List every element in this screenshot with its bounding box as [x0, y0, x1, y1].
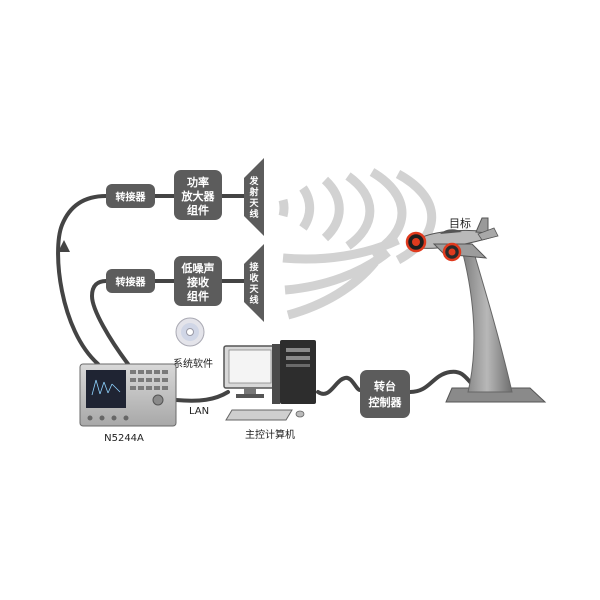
drive-bay-2 — [286, 356, 310, 360]
engine-red-core — [448, 248, 456, 256]
drive-bay-1 — [286, 348, 310, 352]
power-amp-line-3: 组件 — [187, 203, 209, 217]
pc-tower-side — [272, 344, 280, 404]
lna-line-3: 组件 — [187, 289, 209, 303]
system-software-label: 系统软件 — [173, 357, 213, 370]
lna-line-2: 接收 — [187, 275, 209, 289]
receive-antenna-horn — [244, 244, 264, 322]
lna-line-1: 低噪声 — [181, 261, 215, 275]
cable-direction-arrow — [58, 240, 70, 252]
lna-box — [174, 256, 222, 306]
mouse — [295, 410, 305, 418]
rx-antenna-char-2: 收 — [249, 272, 258, 284]
monitor-base — [236, 394, 264, 398]
transmit-waves — [278, 168, 437, 264]
cables — [56, 194, 474, 403]
network-analyzer — [79, 363, 177, 427]
analyzer-screen — [86, 370, 126, 408]
cable-analyzer-to-converter-top — [56, 194, 108, 366]
lan-label: LAN — [189, 406, 209, 417]
keyboard — [225, 409, 293, 421]
converter-bottom-block: 转接器 — [106, 269, 155, 293]
power-amp-line-1: 功率 — [187, 175, 209, 189]
converter-top-block: 转接器 — [106, 184, 155, 208]
tx-antenna-char-4: 线 — [249, 208, 258, 220]
analyzer-ports — [87, 415, 129, 421]
monitor-screen — [228, 349, 272, 384]
aircraft-stabilizer — [477, 227, 499, 241]
turntable-pedestal — [445, 245, 547, 403]
turntable-controller-box — [360, 370, 410, 418]
cable-analyzer-to-pc — [174, 390, 230, 403]
target-aircraft — [405, 217, 499, 262]
rx-antenna-char-1: 接 — [249, 261, 258, 273]
cable-pc-to-controller — [316, 375, 362, 396]
converter-bottom-box — [106, 269, 155, 293]
transmit-antenna: 发 射 天 线 — [244, 158, 264, 236]
converter-top-box — [106, 184, 155, 208]
transmit-antenna-horn — [244, 158, 264, 236]
turntable-ctrl-line-1: 转台 — [374, 379, 396, 393]
drive-bay-3 — [286, 364, 310, 367]
tx-wave-4 — [345, 172, 375, 250]
tx-antenna-char-3: 天 — [249, 198, 259, 209]
rx-antenna-char-4: 线 — [249, 294, 258, 306]
tx-wave-1 — [278, 198, 289, 218]
power-amplifier-box — [174, 170, 222, 220]
lna-block: 低噪声 接收 组件 — [174, 256, 222, 306]
receive-waves — [282, 235, 400, 320]
analyzer-model-label: N5244A — [104, 433, 144, 444]
monitor-stand — [244, 388, 256, 394]
tx-antenna-char-2: 射 — [248, 186, 258, 198]
host-computer-label: 主控计算机 — [245, 428, 295, 441]
rx-antenna-char-3: 天 — [249, 284, 259, 295]
power-amplifier-block: 功率 放大器 组件 — [174, 170, 222, 220]
target-label: 目标 — [449, 216, 471, 230]
software-cd-icon — [175, 317, 205, 347]
turntable-controller-block: 转台 控制器 — [360, 370, 410, 418]
receive-antenna: 接 收 天 线 — [244, 244, 264, 322]
rx-wave-3 — [286, 259, 379, 320]
tx-antenna-char-1: 发 — [248, 175, 259, 187]
analyzer-buttons — [130, 370, 168, 390]
aircraft-canopy — [440, 229, 462, 234]
nose-red-core — [412, 238, 420, 246]
host-computer — [223, 340, 316, 421]
pedestal-column — [461, 245, 513, 393]
rx-wave-1 — [282, 235, 400, 264]
tx-wave-2 — [299, 185, 315, 231]
analyzer-trace — [91, 379, 121, 396]
cable-analyzer-to-converter-bottom — [89, 279, 130, 366]
rx-wave-2 — [284, 248, 391, 295]
power-amp-line-2: 放大器 — [181, 189, 216, 203]
converter-top-label: 转接器 — [116, 191, 147, 204]
converter-bottom-label: 转接器 — [116, 276, 147, 289]
tx-wave-3 — [321, 176, 344, 242]
cable-controller-to-turntable — [408, 369, 474, 394]
analyzer-knob — [152, 394, 164, 406]
turntable-ctrl-line-2: 控制器 — [369, 395, 403, 409]
